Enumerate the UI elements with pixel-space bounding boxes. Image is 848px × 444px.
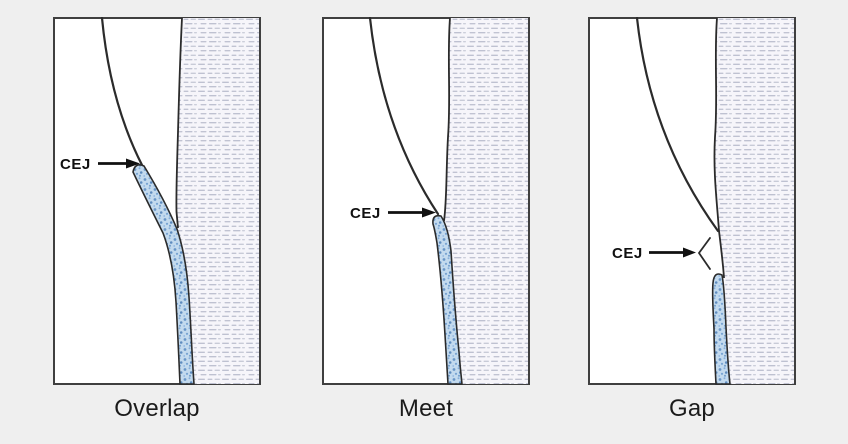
panel-meet: CEJ Meet <box>322 17 530 425</box>
gap-bracket <box>697 237 711 270</box>
dentin-region <box>714 18 794 384</box>
cej-annotation: CEJ <box>350 205 436 222</box>
cementum-band <box>711 273 731 385</box>
cej-label: CEJ <box>350 205 381 222</box>
cementum-band <box>132 164 195 385</box>
cej-annotation: CEJ <box>612 245 696 262</box>
cej-label: CEJ <box>612 245 643 262</box>
panel-label-gap: Gap <box>669 395 715 422</box>
cej-arrow-head <box>422 207 436 218</box>
dentin-boundary-line <box>443 17 451 222</box>
meet-diagram: CEJ <box>322 17 530 385</box>
cej-label: CEJ <box>60 156 91 173</box>
panel-overlap: CEJ Overlap <box>53 17 261 425</box>
enamel-surface-line <box>368 17 440 216</box>
panel-label-overlap: Overlap <box>114 395 200 422</box>
panel-label-meet: Meet <box>398 395 454 422</box>
dentin-region <box>176 18 259 384</box>
cej-arrow-head <box>683 247 696 258</box>
overlap-diagram: CEJ <box>53 17 261 385</box>
dentin-region <box>444 18 528 384</box>
dentin-boundary-line <box>713 17 725 279</box>
panel-gap: CEJ Gap <box>588 17 796 425</box>
cej-annotation: CEJ <box>60 156 140 173</box>
enamel-surface-line <box>100 17 144 167</box>
dentin-boundary-line <box>175 17 183 229</box>
cementum-band <box>432 214 463 385</box>
enamel-surface-line <box>635 17 720 233</box>
gap-diagram: CEJ <box>588 17 796 385</box>
cej-arrow-head <box>126 158 140 169</box>
